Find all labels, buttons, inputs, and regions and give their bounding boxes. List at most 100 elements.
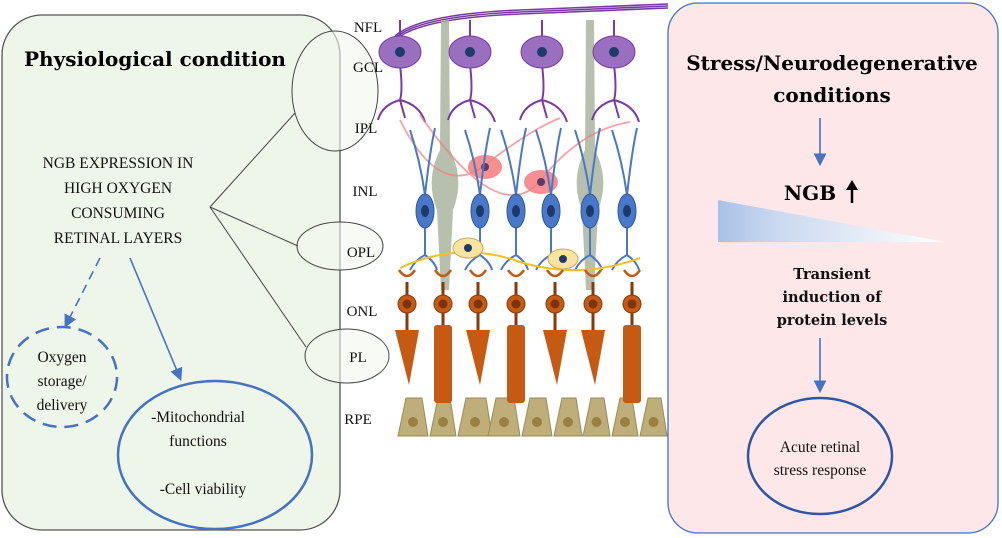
nucleus bbox=[438, 417, 448, 427]
right-panel-title: Stress/Neurodegenerative bbox=[686, 51, 978, 75]
bipolar-process bbox=[500, 127, 529, 271]
layer-label-pl: PL bbox=[349, 350, 367, 366]
synaptic-terminal bbox=[506, 269, 526, 278]
ganglion-dendrite bbox=[591, 64, 640, 123]
retina-illustration bbox=[377, 3, 669, 437]
nucleus bbox=[408, 417, 418, 427]
nucleus bbox=[402, 299, 412, 309]
nucleus bbox=[421, 205, 429, 217]
nucleus bbox=[465, 47, 475, 57]
synaptic-terminal bbox=[468, 269, 488, 278]
left-panel: Physiological condition NGB EXPRESSION I… bbox=[1, 14, 390, 531]
nucleus bbox=[473, 299, 483, 309]
layer-label-opl: OPL bbox=[347, 245, 375, 261]
nucleus bbox=[512, 205, 520, 217]
rod-outer-segment bbox=[623, 325, 641, 403]
bipolar-process bbox=[535, 127, 564, 271]
text-line: -Mitochondrial bbox=[151, 409, 245, 426]
rod-outer-segment bbox=[507, 325, 525, 403]
left-panel-background bbox=[1, 14, 341, 531]
text-line: Acute retinal bbox=[780, 439, 860, 456]
ganglion-dendrite bbox=[377, 64, 426, 123]
synaptic-terminal bbox=[433, 269, 453, 278]
rod-outer-segment bbox=[434, 325, 452, 403]
text-line: stress response bbox=[774, 462, 867, 479]
nucleus bbox=[499, 417, 509, 427]
cone-outer-segment bbox=[543, 330, 567, 385]
bipolar-process bbox=[464, 127, 493, 271]
nucleus bbox=[588, 299, 598, 309]
nucleus bbox=[623, 205, 631, 217]
nerve-fiber bbox=[394, 7, 669, 41]
text-line: HIGH OXYGEN bbox=[64, 180, 172, 197]
connector-line bbox=[209, 206, 299, 247]
layer-label-onl: ONL bbox=[347, 304, 378, 320]
nucleus bbox=[609, 47, 619, 57]
nucleus bbox=[395, 47, 405, 57]
up-arrow-icon bbox=[846, 180, 858, 203]
text-line: CONSUMING bbox=[71, 205, 165, 222]
nerve-fiber bbox=[394, 3, 669, 37]
right-panel-title: conditions bbox=[773, 83, 891, 107]
nucleus bbox=[559, 255, 567, 263]
nucleus bbox=[470, 417, 480, 427]
right-panel: Stress/Neurodegenerative conditions NGB … bbox=[667, 2, 999, 534]
text-line: RETINAL LAYERS bbox=[54, 230, 182, 247]
nucleus bbox=[438, 299, 448, 309]
muller-glia bbox=[431, 20, 459, 290]
right-panel-background bbox=[667, 2, 999, 534]
layer-labels: NFL GCL IPL INL OPL ONL PL RPE bbox=[344, 20, 383, 428]
nucleus bbox=[627, 299, 637, 309]
left-panel-title: Physiological condition bbox=[24, 47, 286, 71]
functions-bubble bbox=[116, 379, 314, 531]
nucleus bbox=[511, 299, 521, 309]
nerve-fiber bbox=[394, 5, 669, 39]
layer-label-ipl: IPL bbox=[355, 121, 378, 137]
text-line: Transient bbox=[793, 266, 871, 283]
nucleus bbox=[591, 417, 602, 427]
connector-line bbox=[209, 112, 296, 208]
pl-highlight bbox=[304, 328, 390, 384]
solid-arrow bbox=[129, 257, 183, 381]
synaptic-terminal bbox=[622, 269, 642, 278]
nucleus bbox=[563, 417, 573, 427]
gcl-ipl-highlight bbox=[291, 30, 379, 152]
nucleus bbox=[537, 178, 545, 186]
layer-label-nfl: NFL bbox=[354, 20, 382, 36]
cone-outer-segment bbox=[395, 330, 419, 385]
nucleus bbox=[476, 205, 484, 217]
nucleus bbox=[537, 47, 547, 57]
nucleus bbox=[464, 244, 472, 252]
cone-outer-segment bbox=[466, 330, 490, 385]
synaptic-terminal bbox=[545, 269, 565, 278]
layer-label-rpe: RPE bbox=[344, 412, 372, 428]
nucleus bbox=[648, 417, 659, 427]
nucleus bbox=[586, 205, 594, 217]
ngb-label: NGB bbox=[784, 181, 836, 205]
synaptic-terminal bbox=[583, 269, 603, 278]
ganglion-dendrite bbox=[519, 64, 568, 123]
nucleus bbox=[532, 417, 542, 427]
bipolar-process bbox=[409, 127, 438, 271]
stress-response-bubble bbox=[746, 396, 894, 516]
nucleus bbox=[550, 299, 560, 309]
text-line: protein levels bbox=[777, 312, 888, 329]
text-line: NGB EXPRESSION IN bbox=[43, 155, 194, 172]
horizontal-process bbox=[399, 251, 641, 272]
cone-outer-segment bbox=[581, 330, 605, 385]
synaptic-terminal bbox=[397, 269, 417, 278]
ngb-expression-text: NGB EXPRESSION IN HIGH OXYGEN CONSUMING … bbox=[43, 155, 194, 247]
ganglion-dendrite bbox=[447, 64, 496, 123]
text-line: storage/ bbox=[37, 373, 87, 390]
text-line: functions bbox=[169, 433, 227, 450]
nucleus bbox=[620, 417, 630, 427]
text-line: delivery bbox=[37, 397, 88, 414]
layer-label-inl: INL bbox=[353, 184, 378, 200]
dashed-arrow bbox=[64, 257, 101, 328]
text-line: -Cell viability bbox=[160, 481, 247, 498]
layer-label-gcl: GCL bbox=[353, 60, 383, 76]
nucleus bbox=[547, 205, 555, 217]
oxygen-storage-bubble bbox=[5, 325, 119, 429]
connector-line bbox=[209, 206, 307, 348]
